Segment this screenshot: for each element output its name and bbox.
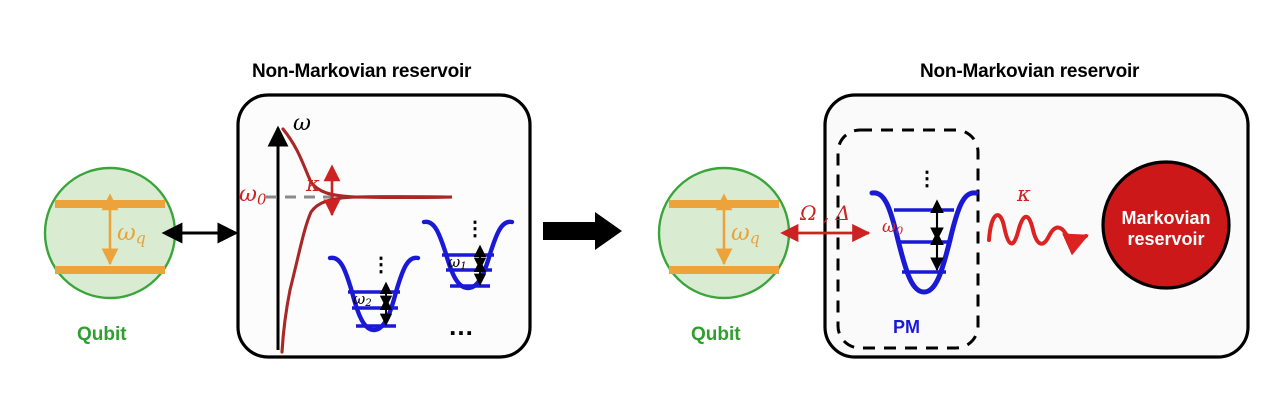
right-qubit-lower-level bbox=[669, 266, 779, 274]
left-panel-title: Non-Markovian reservoir bbox=[252, 61, 472, 82]
omega0-label: ω0 bbox=[239, 182, 267, 209]
right-qubit-circle bbox=[657, 166, 791, 300]
right-qubit-label: Qubit bbox=[691, 324, 741, 345]
right-panel-title: Non-Markovian reservoir bbox=[920, 61, 1140, 82]
mode-1-frequency-label: ω1 bbox=[448, 253, 467, 273]
mode-1-vertical-dots: ⋮ bbox=[465, 218, 485, 240]
modes-continuation-dots: … bbox=[448, 311, 476, 341]
right-qubit-frequency-label: ωq bbox=[731, 220, 760, 248]
mode-well-1 bbox=[421, 219, 515, 291]
pseudomode-label: PM bbox=[893, 317, 920, 337]
kappa-label: κ bbox=[306, 172, 320, 196]
maps-to-arrow bbox=[543, 212, 622, 250]
omega-delta-label: Ω , Δ bbox=[800, 201, 851, 225]
mode-2-vertical-dots: ⋮ bbox=[371, 254, 391, 276]
lorentzian-spectral-density bbox=[280, 127, 453, 354]
left-reservoir-box bbox=[236, 93, 532, 359]
frequency-axis-label: ω bbox=[293, 111, 311, 136]
left-qubit-label: Qubit bbox=[77, 324, 127, 345]
markovian-reservoir-circle bbox=[1101, 160, 1231, 290]
left-qubit-upper-level bbox=[55, 200, 165, 208]
pseudomode-vertical-dots: ⋮ bbox=[917, 168, 937, 190]
left-qubit-circle bbox=[43, 166, 177, 300]
left-qubit-lower-level bbox=[55, 266, 165, 274]
kappa-decay-wave bbox=[987, 213, 1089, 256]
mode-well-2 bbox=[327, 255, 421, 333]
markovian-reservoir-label: Markovian reservoir bbox=[1106, 208, 1226, 250]
mode-2-frequency-label: ω2 bbox=[353, 290, 372, 310]
markovian-reservoir-label-line2: reservoir bbox=[1127, 229, 1205, 250]
markovian-reservoir-label-line1: Markovian bbox=[1121, 208, 1211, 228]
pseudomode-frequency-label: ω0 bbox=[882, 217, 904, 238]
left-qubit-frequency-label: ωq bbox=[117, 220, 146, 248]
kappa-decay-label: κ bbox=[1017, 182, 1031, 206]
right-qubit-upper-level bbox=[669, 200, 779, 208]
pseudomode-well bbox=[869, 190, 979, 295]
